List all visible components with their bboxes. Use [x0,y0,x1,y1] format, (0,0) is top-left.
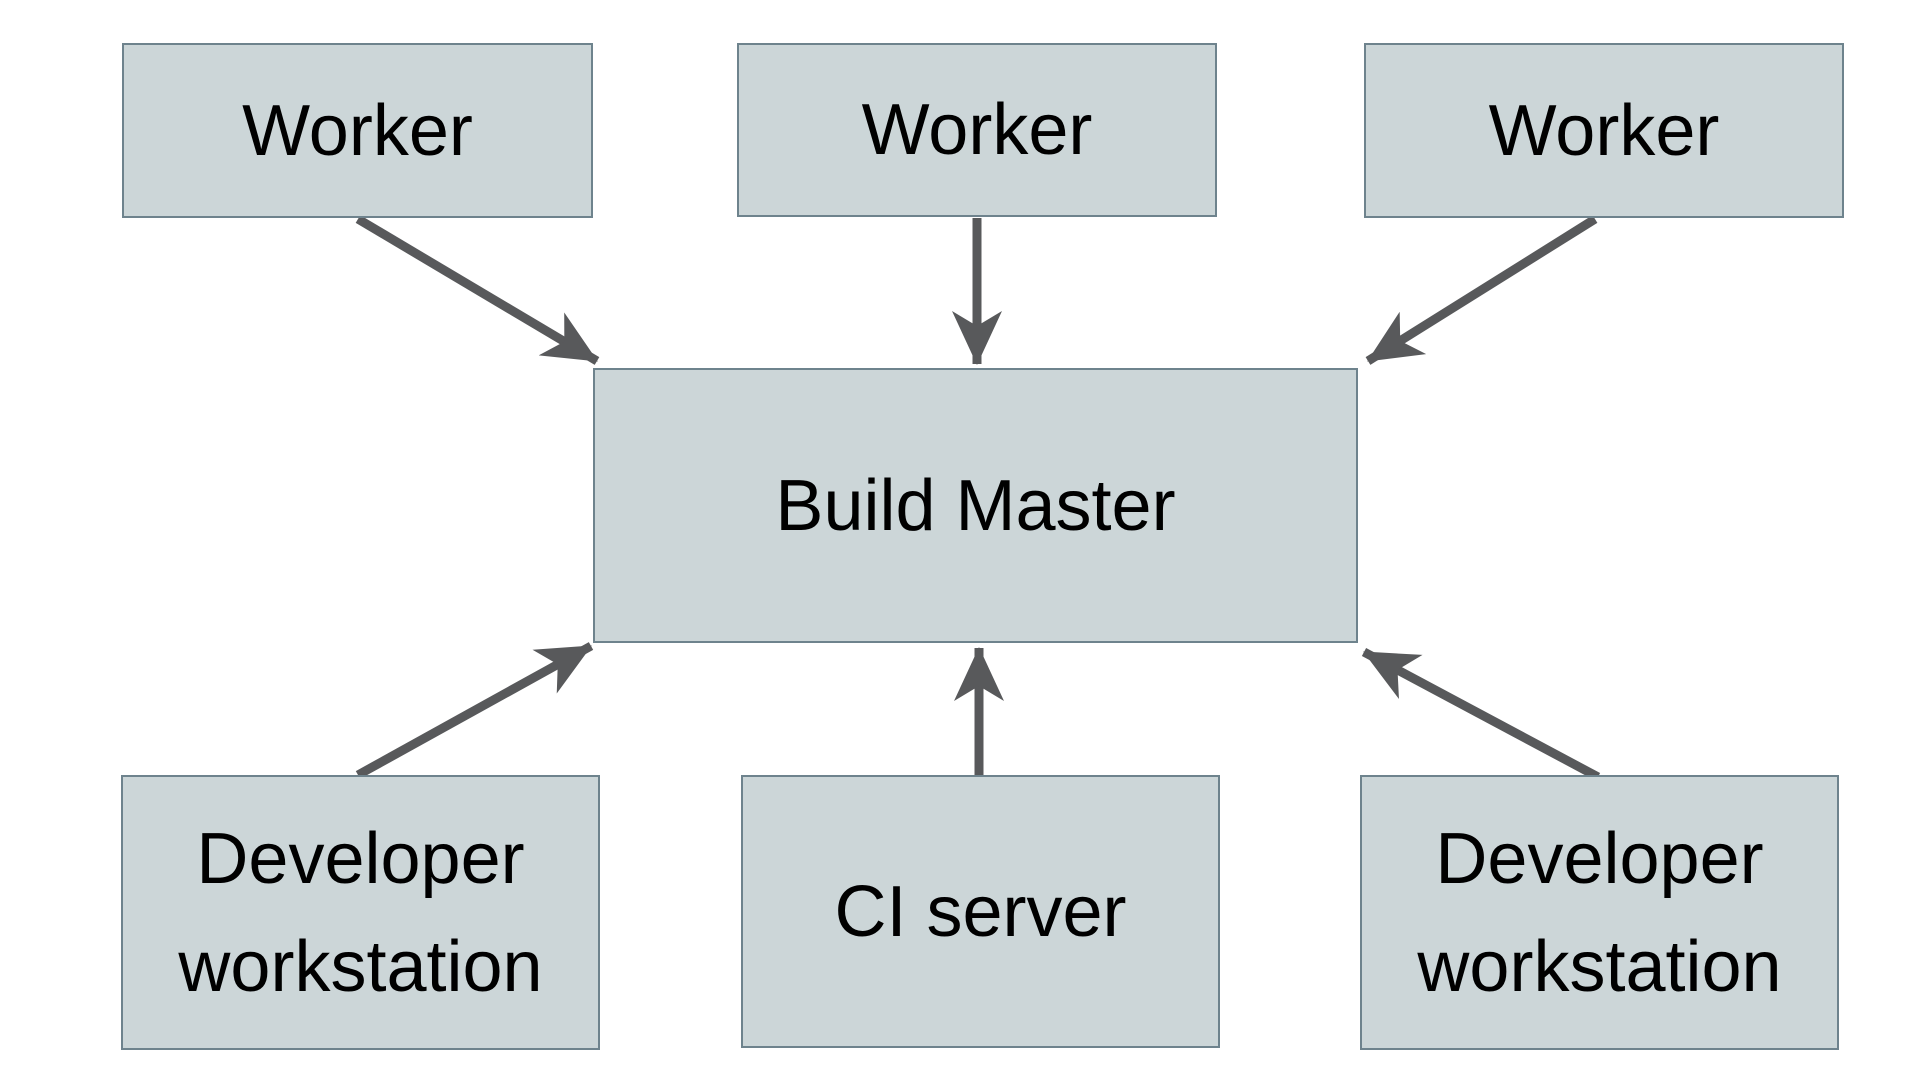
arrow-developer-workstation-right-to-build-master [1361,648,1601,781]
node-worker-left: Worker [122,43,593,218]
node-developer-workstation-right: Developer workstation [1360,775,1839,1050]
node-developer-workstation-right-label: Developer workstation [1417,818,1782,1007]
node-worker-right-label: Worker [1488,90,1720,171]
arrow-worker-right-to-build-master [1365,215,1598,365]
node-ci-server: CI server [741,775,1220,1048]
node-build-master: Build Master [593,368,1358,643]
node-developer-workstation-left: Developer workstation [121,775,600,1050]
node-ci-server-label: CI server [834,871,1127,952]
node-developer-workstation-left-label: Developer workstation [178,818,543,1007]
node-worker-right: Worker [1364,43,1844,218]
node-build-master-label: Build Master [775,465,1176,546]
node-worker-left-label: Worker [242,90,473,171]
arrow-worker-left-to-build-master [355,215,600,365]
node-worker-center: Worker [737,43,1217,217]
arrow-developer-workstation-left-to-build-master [355,642,594,779]
node-worker-center-label: Worker [861,90,1093,170]
